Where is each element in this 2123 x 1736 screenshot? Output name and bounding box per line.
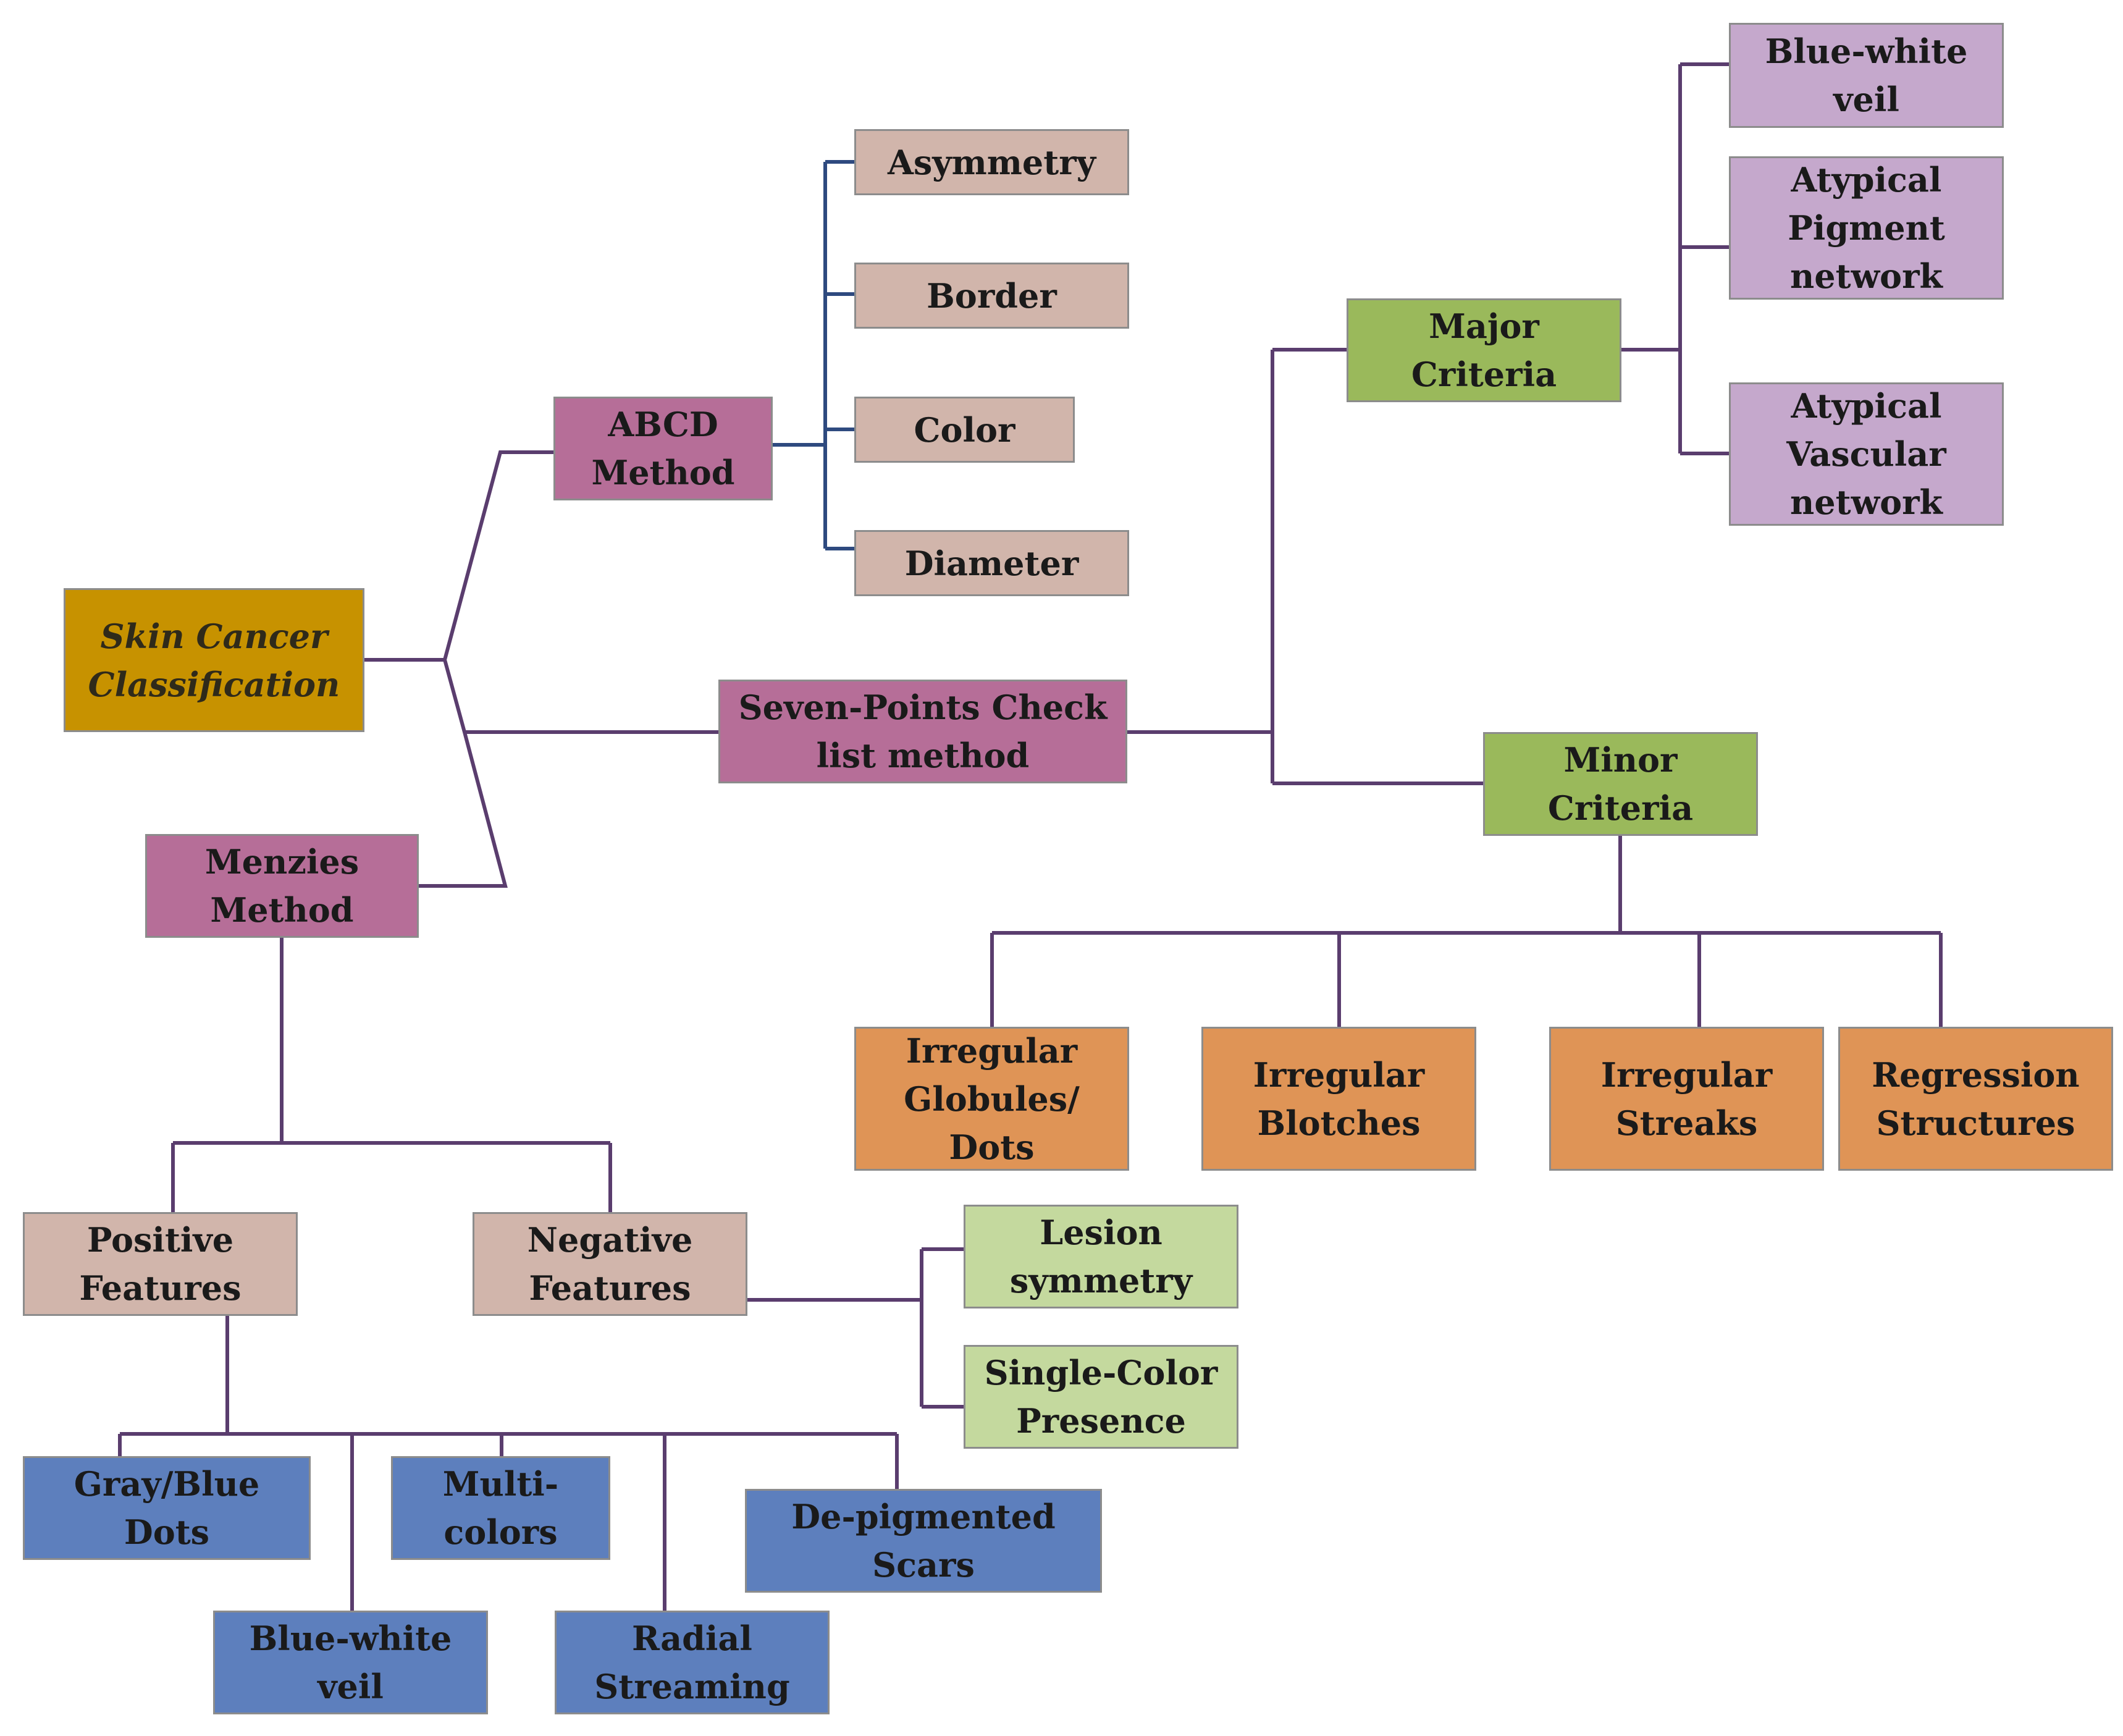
node-label: Multi- colors bbox=[442, 1464, 559, 1552]
node-label: Atypical Vascular network bbox=[1786, 386, 1946, 522]
node-label: Skin Cancer Classification bbox=[88, 616, 340, 704]
node-diameter: Diameter bbox=[854, 530, 1129, 596]
node-border: Border bbox=[854, 263, 1129, 329]
node-label: Diameter bbox=[904, 543, 1079, 583]
node-label: Negative Features bbox=[527, 1220, 693, 1308]
node-label: Major Criteria bbox=[1411, 306, 1557, 394]
node-label: Menzies Method bbox=[204, 842, 359, 930]
node-label: Positive Features bbox=[79, 1220, 242, 1308]
node-positive-features: Positive Features bbox=[23, 1212, 298, 1316]
connector-menzies-features bbox=[171, 938, 612, 1212]
node-label: ABCD Method bbox=[591, 405, 735, 492]
node-label: Lesion symmetry bbox=[1009, 1213, 1193, 1300]
node-menzies-method: Menzies Method bbox=[145, 834, 419, 938]
node-major-criteria: Major Criteria bbox=[1347, 298, 1621, 402]
node-label: Blue-white veil bbox=[1765, 32, 1968, 119]
node-blue-white-veil-positive: Blue-white veil bbox=[213, 1611, 488, 1714]
node-radial-streaming: Radial Streaming bbox=[555, 1611, 830, 1714]
node-label: Gray/Blue Dots bbox=[74, 1464, 260, 1552]
node-label: Color bbox=[914, 410, 1015, 450]
node-gray-blue-dots: Gray/Blue Dots bbox=[23, 1456, 311, 1560]
node-minor-criteria: Minor Criteria bbox=[1483, 732, 1758, 836]
connector-abcd-items bbox=[773, 160, 854, 550]
node-label: Radial Streaming bbox=[594, 1619, 790, 1706]
node-label: Single-Color Presence bbox=[984, 1353, 1218, 1441]
node-label: De-pigmented Scars bbox=[791, 1497, 1056, 1585]
node-lesion-symmetry: Lesion symmetry bbox=[964, 1205, 1238, 1308]
node-abcd-method: ABCD Method bbox=[553, 397, 773, 500]
node-seven-points-check-list: Seven-Points Check list method bbox=[718, 680, 1127, 783]
node-label: Regression Structures bbox=[1872, 1055, 2080, 1143]
connector-seven-criteria bbox=[1127, 348, 1483, 785]
node-label: Atypical Pigment network bbox=[1788, 160, 1945, 296]
node-irregular-streaks: Irregular Streaks bbox=[1549, 1027, 1824, 1171]
connector-positive-items bbox=[118, 1316, 899, 1611]
node-irregular-blotches: Irregular Blotches bbox=[1201, 1027, 1476, 1171]
node-label: Seven-Points Check list method bbox=[738, 688, 1108, 775]
node-label: Irregular Streaks bbox=[1600, 1055, 1773, 1143]
node-negative-features: Negative Features bbox=[473, 1212, 747, 1316]
node-blue-white-veil-major: Blue-white veil bbox=[1729, 23, 2004, 128]
connector-root-branch bbox=[364, 450, 718, 888]
connector-minor-items bbox=[990, 836, 1943, 1027]
node-irregular-globules-dots: Irregular Globules/ Dots bbox=[854, 1027, 1129, 1171]
node-label: Irregular Globules/ Dots bbox=[904, 1030, 1080, 1167]
node-de-pigmented-scars: De-pigmented Scars bbox=[745, 1489, 1102, 1593]
node-label: Minor Criteria bbox=[1547, 740, 1694, 828]
node-atypical-vascular-network: Atypical Vascular network bbox=[1729, 382, 2004, 526]
node-skin-cancer-classification: Skin Cancer Classification bbox=[64, 588, 364, 732]
node-label: Border bbox=[927, 276, 1057, 316]
node-label: Blue-white veil bbox=[249, 1619, 452, 1706]
node-single-color-presence: Single-Color Presence bbox=[964, 1345, 1238, 1449]
node-label: Asymmetry bbox=[887, 142, 1096, 182]
node-regression-structures: Regression Structures bbox=[1838, 1027, 2113, 1171]
node-color: Color bbox=[854, 397, 1075, 463]
node-label: Irregular Blotches bbox=[1253, 1055, 1425, 1143]
node-asymmetry: Asymmetry bbox=[854, 129, 1129, 195]
node-atypical-pigment-network: Atypical Pigment network bbox=[1729, 156, 2004, 300]
node-multi-colors: Multi- colors bbox=[391, 1456, 610, 1560]
connector-major-items bbox=[1621, 62, 1729, 455]
connector-negative-items bbox=[747, 1247, 964, 1409]
